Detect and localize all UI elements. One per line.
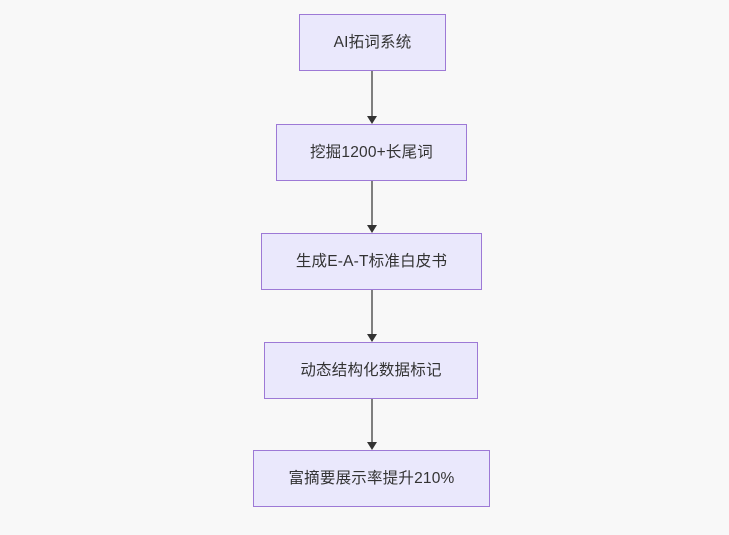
edge-line (371, 399, 373, 442)
edge-n1-to-n2 (360, 71, 384, 124)
edge-line (371, 71, 373, 116)
flow-node-mine-longtail-keywords[interactable]: 挖掘1200+长尾词 (276, 124, 467, 181)
flow-node-ai-keyword-system[interactable]: AI拓词系统 (299, 14, 446, 71)
flow-node-label: 富摘要展示率提升210% (288, 469, 455, 487)
flow-node-label: 挖掘1200+长尾词 (309, 143, 434, 161)
edge-n3-to-n4 (360, 290, 384, 342)
flow-node-rich-snippet-rate-increase[interactable]: 富摘要展示率提升210% (253, 450, 490, 507)
flow-node-label: 动态结构化数据标记 (300, 361, 442, 379)
flow-node-dynamic-structured-data-markup[interactable]: 动态结构化数据标记 (264, 342, 478, 399)
edge-n4-to-n5 (360, 399, 384, 450)
arrowhead-icon (366, 116, 377, 124)
flow-node-label: 生成E-A-T标准白皮书 (295, 252, 448, 270)
arrowhead-icon (366, 334, 377, 342)
arrowhead-icon (366, 442, 377, 450)
edge-line (371, 181, 373, 225)
flow-node-label: AI拓词系统 (333, 33, 412, 51)
flow-node-generate-eat-whitepaper[interactable]: 生成E-A-T标准白皮书 (261, 233, 482, 290)
arrowhead-icon (366, 225, 377, 233)
edge-line (371, 290, 373, 334)
edge-n2-to-n3 (360, 181, 384, 233)
